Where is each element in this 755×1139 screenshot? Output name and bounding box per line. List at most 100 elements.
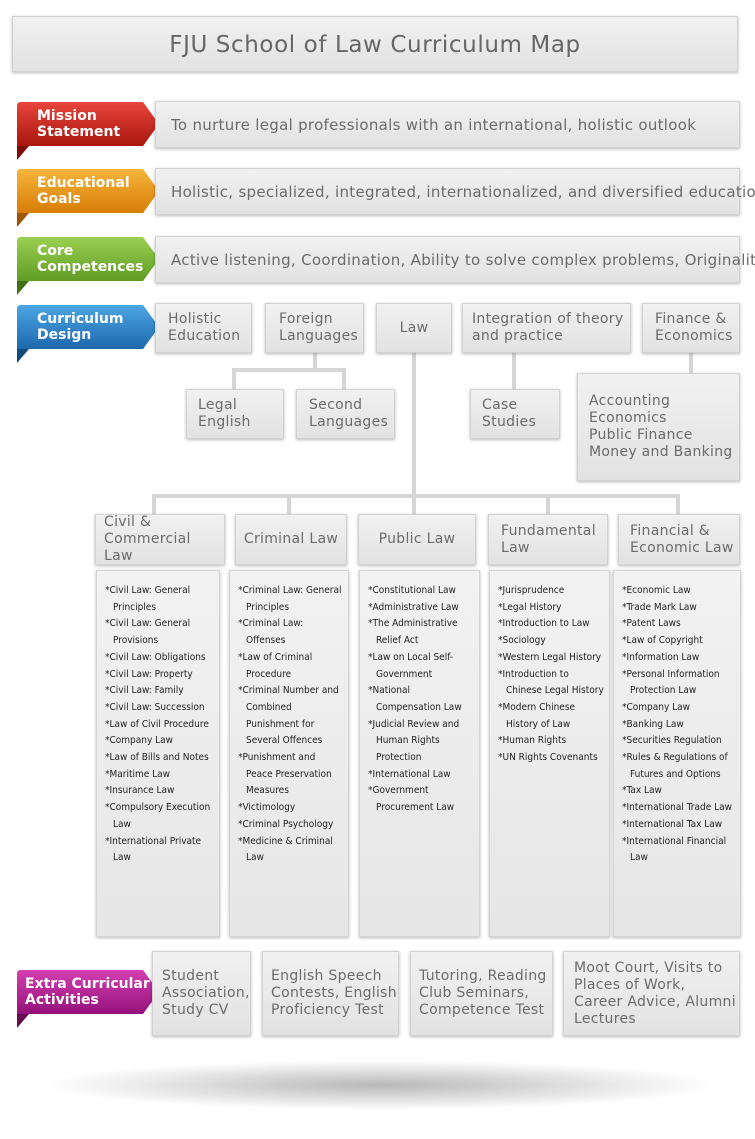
page-title: FJU School of Law Curriculum Map [169,32,581,58]
finance-list-box: Accounting Economics Public Finance Mone… [577,373,740,481]
course-item: *Civil Law: General Provisions [105,618,191,647]
competences-text: Active listening, Coordination, Ability … [171,250,755,269]
goals-arrow: Educational Goals [15,169,161,227]
finance-economics-box: Finance & Economics [642,303,740,353]
activity-box-4: Moot Court, Visits to Places of Work, Ca… [563,951,740,1036]
course-item: *Sociology [498,635,546,647]
course-item: *Criminal Law: Offenses [238,618,304,647]
bottom-shadow [40,1060,720,1110]
column-header-civil: Civil & Commercial Law [95,514,225,565]
course-item: *Law on Local Self-Government [368,651,454,680]
course-item: *International Tax Law [622,818,723,830]
course-item: *Information Law [622,651,700,663]
course-item: *National Compensation Law [368,685,462,713]
course-item: *Law of Bills and Notes [105,752,209,764]
course-item: *Human Rights [498,735,567,747]
connector-foreign-down [313,352,317,372]
integration-text: Integration of theory and practice [472,311,624,344]
competences-arrow: Core Competences [15,237,161,295]
law-box: Law [376,303,452,353]
design-label: Curriculum Design [37,311,124,343]
course-item: *Rules & Regulations of Futures and Opti… [622,752,728,780]
course-item: *Civil Law: Family [105,685,184,697]
goals-arrow-shape [17,169,159,227]
course-item: *International Financial Law [622,835,727,864]
column-header-financial-text: Financial & Economic Law [630,522,734,556]
mission-arrow-shape [17,102,159,160]
course-item: *Trade Mark Law [622,601,697,613]
course-item: *Western Legal History [498,651,602,663]
course-item: *Constitutional Law [368,585,456,596]
activity-text-4: Moot Court, Visits to Places of Work, Ca… [574,959,736,1027]
course-item: *Compulsory Execution Law [105,802,211,830]
foreign-languages-text: Foreign Languages [279,311,359,344]
mission-text: To nurture legal professionals with an i… [171,115,697,134]
mission-label: Mission Statement [37,108,121,140]
course-item: *UN Rights Covenants [498,752,598,764]
finance-list-text: Accounting Economics Public Finance Mone… [589,393,733,460]
integration-box: Integration of theory and practice [462,303,631,353]
connector-legal-english [232,368,236,390]
course-item: *Introduction to Law [498,618,590,630]
case-studies-text: Case Studies [482,397,537,430]
finance-economics-text: Finance & Economics [655,311,733,344]
activity-text-3: Tutoring, Reading Club Seminars, Compete… [419,968,547,1018]
second-languages-box: Second Languages [296,389,395,439]
design-arrow: Curriculum Design [15,305,161,363]
goals-box: Holistic, specialized, integrated, inter… [155,168,755,215]
activity-text-1: Student Association, Study CV [162,968,250,1018]
course-item: *Law of Copyright [622,635,703,647]
competences-arrow-shape [17,237,159,295]
holistic-education-box: Holistic Education [155,303,252,353]
competences-label: Core Competences [37,243,144,275]
course-item: *Civil Law: General Principles [105,585,191,613]
course-item: *Insurance Law [105,785,175,797]
course-item: *Tax Law [622,785,662,797]
mission-arrow: Mission Statement [15,102,161,160]
column-header-civil-text: Civil & Commercial Law [104,514,191,564]
goals-label: Educational Goals [37,175,130,207]
connector-col-1 [152,494,156,516]
design-arrow-shape [17,305,159,363]
law-text: Law [399,319,429,336]
connector-col-2 [287,494,291,516]
course-item: *Civil Law: Obligations [105,651,206,663]
course-item: *Banking Law [622,718,684,730]
case-studies-box: Case Studies [470,389,560,439]
connector-integration-down [512,352,516,390]
course-item: *International Private Law [105,835,202,864]
extra-arrow: Extra Curricular Activities [15,970,161,1028]
course-item: *Maritime Law [105,768,171,780]
course-item: *Securities Regulation [622,735,722,747]
course-item: *Law of Civil Procedure [105,718,209,730]
course-item: *Company Law [105,735,174,747]
connector-law-down [412,352,416,498]
extra-label: Extra Curricular Activities [25,976,150,1008]
course-item: *Judicial Review and Human Rights Protec… [368,718,460,764]
course-column-financial: *Economic Law*Trade Mark Law*Patent Laws… [613,570,741,937]
course-item: *Administrative Law [368,601,459,613]
course-item: *Medicine & Criminal Law [238,835,333,864]
course-item: *Government Procurement Law [368,785,455,814]
title-box: FJU School of Law Curriculum Map [12,16,738,72]
column-header-fundamental-text: Fundamental Law [501,522,596,556]
activity-box-3: Tutoring, Reading Club Seminars, Compete… [410,951,553,1036]
course-item: *Criminal Number and Combined Punishment… [238,685,339,747]
course-item: *Personal Information Protection Law [622,668,720,697]
legal-english-text: Legal English [198,397,251,430]
activity-box-2: English Speech Contests, English Profici… [262,951,399,1036]
course-column-criminal: *Criminal Law: General Principles*Crimin… [229,570,349,937]
course-item: *Patent Laws [622,618,681,630]
column-header-public: Public Law [358,514,476,565]
connector-law-branch [152,494,680,498]
course-item: *Civil Law: Property [105,668,193,680]
connector-foreign-branch [232,368,346,372]
column-header-public-text: Public Law [378,531,456,547]
column-header-financial: Financial & Economic Law [618,514,740,565]
connector-finance-down [689,352,693,374]
course-item: *Punishment and Peace Preservation Measu… [238,752,332,797]
connector-col-4 [546,494,550,516]
course-column-fundamental: *Jurisprudence*Legal History*Introductio… [489,570,610,937]
second-languages-text: Second Languages [309,397,389,430]
extra-arrow-shape [17,970,159,1028]
